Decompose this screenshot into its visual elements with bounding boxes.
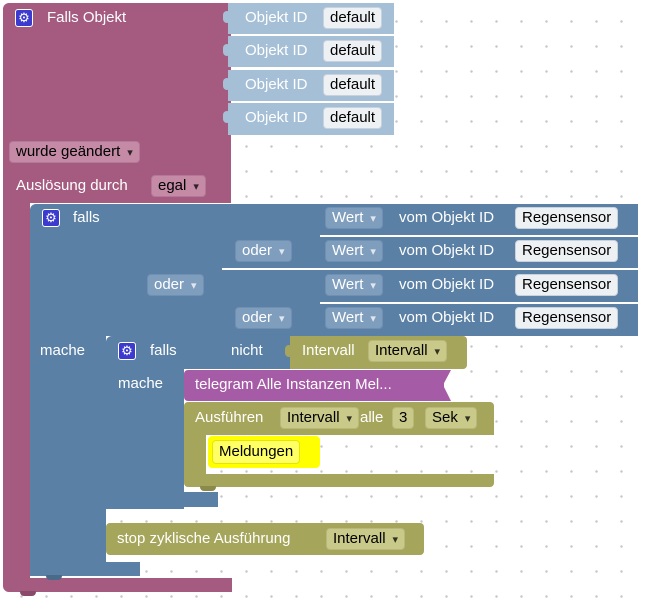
telegram-block-tip [443, 370, 451, 401]
gear-icon[interactable]: ⚙ [42, 209, 60, 227]
sensor-field[interactable]: Regensensor [515, 240, 619, 262]
interval-count-input[interactable]: 3 [392, 407, 415, 429]
stop-label: stop zyklische Ausführung [117, 530, 291, 547]
gear-icon[interactable]: ⚙ [118, 342, 136, 360]
on-object-change-block[interactable] [3, 3, 231, 203]
from-object-label: vom Objekt ID [399, 276, 495, 293]
object-id-field[interactable]: default [323, 7, 383, 29]
from-object-label: vom Objekt ID [399, 309, 495, 326]
stop-variable-dropdown[interactable]: Intervall [326, 528, 406, 550]
inner-if-block-bottom [106, 492, 218, 507]
connector-tab [285, 345, 293, 357]
trigger-dropdown[interactable]: egal [151, 175, 206, 197]
connector-tab [217, 212, 225, 224]
outer-if-block-bottom [30, 562, 140, 576]
sensor-field[interactable]: Regensensor [515, 307, 619, 329]
connector-tab [223, 44, 231, 56]
object-id-label: Objekt ID [245, 76, 308, 93]
or-block[interactable] [140, 204, 222, 336]
execute-interval-bottom [184, 474, 494, 487]
value-type-dropdown[interactable]: Wert [325, 207, 383, 229]
gear-icon[interactable]: ⚙ [15, 9, 33, 27]
variable-label: Intervall [302, 342, 355, 359]
interval-unit-dropdown[interactable]: Sek [425, 407, 478, 429]
connector-tab [215, 345, 223, 357]
connector-tab [217, 279, 225, 291]
from-object-label: vom Objekt ID [399, 209, 495, 226]
value-type-dropdown[interactable]: Wert [325, 240, 383, 262]
object-id-field[interactable]: default [323, 74, 383, 96]
not-block[interactable] [220, 336, 290, 369]
connector-tab [223, 111, 231, 123]
outer-if-block-spine [30, 336, 106, 576]
connector-tab [223, 11, 231, 23]
object-id-label: Objekt ID [245, 42, 308, 59]
object-id-field[interactable]: default [323, 40, 383, 62]
from-object-label: vom Objekt ID [399, 242, 495, 259]
every-label: alle [360, 409, 384, 426]
sensor-field[interactable]: Regensensor [515, 274, 619, 296]
variable-dropdown[interactable]: Intervall [368, 340, 448, 362]
block-notch [200, 486, 216, 491]
value-type-dropdown[interactable]: Wert [325, 274, 383, 296]
telegram-block[interactable] [184, 370, 444, 401]
not-label: nicht [231, 342, 263, 359]
connector-tab [223, 78, 231, 90]
object-id-label: Objekt ID [245, 109, 308, 126]
connector-tab [135, 212, 143, 224]
falls-label: falls [150, 342, 177, 359]
sensor-field[interactable]: Regensensor [515, 207, 619, 229]
value-type-dropdown[interactable]: Wert [325, 307, 383, 329]
interval-variable-dropdown[interactable]: Intervall [280, 407, 360, 429]
execute-label: Ausführen [195, 409, 264, 426]
block-notch [20, 591, 36, 596]
falls-label: falls [73, 209, 100, 226]
block-title: Falls Objekt [47, 9, 127, 26]
or-operator-dropdown[interactable]: oder [147, 274, 204, 296]
mache-label: mache [118, 375, 164, 392]
execute-interval-spine [184, 435, 206, 475]
inner-if-block-spine [106, 369, 184, 509]
message-text-field[interactable]: Meldungen [212, 440, 301, 464]
or-operator-dropdown[interactable]: oder [235, 307, 292, 329]
on-object-change-block-bottom [3, 578, 232, 592]
mache-label: mache [40, 342, 86, 359]
or-operator-dropdown[interactable]: oder [235, 240, 292, 262]
change-type-dropdown[interactable]: wurde geändert [9, 141, 140, 163]
block-notch [46, 575, 62, 580]
object-id-label: Objekt ID [245, 9, 308, 26]
trigger-label: Auslösung durch [16, 177, 128, 194]
on-object-change-block-spine [3, 200, 30, 580]
object-id-field[interactable]: default [323, 107, 383, 129]
telegram-label: telegram Alle Instanzen Mel... [195, 376, 392, 393]
